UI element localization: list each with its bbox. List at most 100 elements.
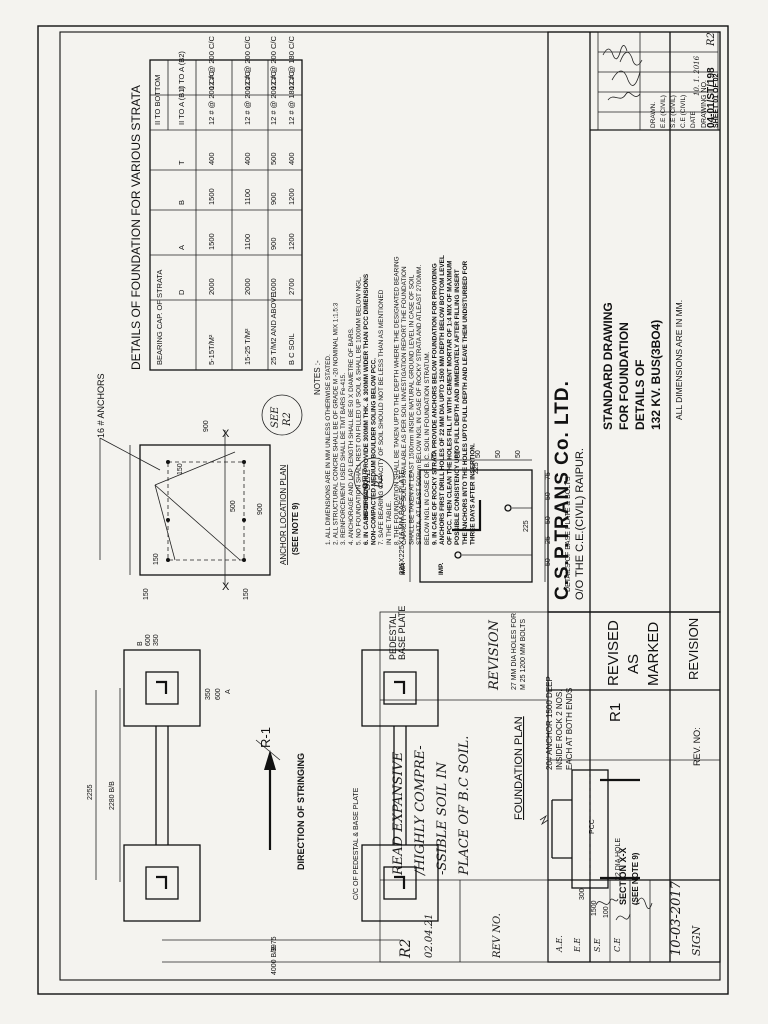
holes-label-2: M 25 1200 MM BOLTS: [520, 619, 527, 690]
section-dim-100: 100: [603, 906, 610, 918]
section-dim-1500: 1500: [591, 900, 598, 916]
bp-dim-left-50c: 50: [545, 558, 552, 566]
table-header-1: D: [177, 289, 186, 295]
sign-role-ae: A.E.: [555, 935, 564, 953]
pcc-label: PCC: [589, 819, 596, 834]
fp-dim-350a: 350: [205, 688, 212, 700]
note-line-19: THREE DAYS AFTER INSERTION.: [469, 443, 476, 545]
drawing-title-line-2: FOR FOUNDATION: [617, 322, 631, 430]
anchor-dim-150a: 150: [143, 588, 150, 600]
note-line-12: STRATA, AT LEAST 500mm BELOW NGL IN CASE…: [416, 265, 423, 545]
bp-dim-top-50a: 50: [455, 450, 462, 458]
anchor-location-plan: X X 16 # ANCHORS ANCHOR LOCATION PLAN (S…: [96, 373, 303, 600]
anchor-label-2: INSIDE ROCK 2 NOS.: [555, 690, 564, 770]
table-cell-r1-c6: 12 # @ 200 C/C: [243, 36, 252, 90]
section-subtitle: (SEE NOTE 9): [631, 852, 640, 905]
fp-dim-3975: 3975: [271, 936, 278, 952]
revision-date: 10-03-2017: [669, 880, 684, 956]
anchor-dim-150d: 150: [153, 553, 160, 565]
section-hole-label: 22 DIA HOLE: [615, 838, 622, 880]
table-cell-r2-c0: 25 T/M2 AND ABOVE: [269, 293, 278, 365]
drawing-rev: R2: [706, 32, 717, 47]
pedestal-label: PEDESTAL: [388, 614, 398, 660]
note-line-1: 2. ALL STRUCTURAL CONCRE SHALL BE OF GRA…: [333, 302, 340, 545]
drawing-title-line-1: STANDARD DRAWING: [601, 302, 615, 430]
table-cell-r1-c4: 400: [243, 152, 252, 165]
note-line-0: 1. ALL DIMENSIONS ARE IN MM UNLESS OTHER…: [325, 354, 332, 545]
signature-se: [611, 70, 641, 86]
table-cell-r2-c1: 1000: [269, 278, 278, 295]
table-cell-r1-c0: 15-25 T/M²: [243, 328, 252, 365]
fp-dim-B: B: [137, 641, 144, 646]
anchors-label: 16 # ANCHORS: [96, 373, 106, 438]
strata-table: DETAILS OF FOUNDATION FOR VARIOUS STRATA…: [129, 36, 303, 371]
r2-text-line-3: -SSIBLE SOIL IN: [435, 761, 450, 875]
holes-label-1: 27 MM DIA HOLES FOR: [511, 613, 518, 690]
anchor-dim-900b: 900: [203, 420, 210, 432]
r2-revision-label: REVISION: [487, 620, 502, 692]
r2-number: R2: [398, 938, 414, 959]
bp-dim-left-225: 225: [523, 520, 530, 532]
fp-dim-600b: 600: [145, 634, 152, 646]
revised-line-2: AS: [625, 654, 642, 674]
important-label-1: IMPORTANT: [363, 482, 370, 520]
rev-no-label: REV. NO:: [692, 727, 702, 766]
table-cell-r0-c6: 12 # @ 200 C/C: [207, 36, 216, 90]
anchor-plan-title: ANCHOR LOCATION PLAN: [279, 464, 288, 565]
bp-dim-left-75: 75: [545, 472, 552, 480]
revised-line-3: MARKED: [645, 622, 662, 686]
note-line-8: IN THE TABLE.: [386, 501, 393, 545]
r2-text-line-1: READ EXPANSIVE: [391, 751, 406, 876]
drawing-title-line-4: 132 KV. BUS(3BO4): [649, 320, 663, 430]
revision-label: REVISION: [686, 618, 701, 680]
base-plate-label-fp: BASE PLATE: [397, 606, 407, 660]
anchor-plan-subtitle: (SEE NOTE 9): [291, 502, 300, 555]
table-header-bearing: BEARING CAP. OF STRATA: [155, 270, 164, 365]
fp-dim-600a: 600: [215, 688, 222, 700]
role-se: S.E (CIVIL): [670, 95, 677, 128]
note-line-10: CAPACITY OF SOIL IS AVAILABLE AS PER SOI…: [401, 266, 408, 545]
r2-text-line-2: /HIGHLY COMPRE-: [413, 745, 428, 877]
see-r2-text-2: SEE: [362, 468, 373, 490]
important-label-2: IMP.: [438, 562, 445, 575]
company-name: C.S.P.TRANS Co. LTD.: [552, 380, 573, 600]
table-cell-r3-c3: 1200: [287, 188, 296, 205]
anchor-label-1: 20# ANCHOR 1500 DEEP: [545, 676, 554, 770]
signature-drawn: [602, 45, 628, 60]
dimensions-note: ALL DIMENSIONS ARE IN MM.: [674, 300, 684, 420]
signature-rev-3: [635, 897, 653, 909]
note-line-2: 3. REINFORCEMENT USED SHALL BE TMT BARS …: [340, 373, 347, 545]
section-xx: PCC 22 DIA HOLE SECTION X-X (SEE NOTE 9)…: [539, 676, 640, 918]
table-cell-r1-c5: 12 # @ 200 C/C: [243, 71, 252, 125]
section-title: SECTION X-X: [618, 847, 628, 905]
sheet-number: SHEET 01 OF 02: [713, 73, 720, 128]
table-cell-r0-c2: 1500: [207, 233, 216, 250]
table-cell-r3-c2: 1200: [287, 233, 296, 250]
sign-role-ce: C.E: [613, 938, 622, 952]
fp-dim-A: A: [225, 689, 232, 694]
sign-role-ee: E.E: [573, 938, 582, 953]
table-header-3: B: [177, 200, 186, 205]
rev-no: R1: [607, 703, 624, 722]
title-block: C.S.P.TRANS Co. LTD. O/O THE C.E.(CIVIL)…: [547, 31, 721, 613]
table-cell-r0-c0: 5-15T/M²: [207, 334, 216, 365]
important-label-0: IMP.: [400, 562, 407, 575]
fp-dim-4000: 4000 B/B: [271, 946, 278, 975]
bp-dim-top-225: 225: [473, 462, 480, 474]
foundation-plan-title: FOUNDATION PLAN: [513, 716, 525, 820]
fp-dim-350b: 350: [153, 634, 160, 646]
table-cell-r0-c4: 400: [207, 152, 216, 165]
date-label: DATE: [690, 110, 697, 128]
signature-rev-1: [595, 898, 619, 906]
note-line-7: 7. SAFE BEARING CAPACITY OF SOIL SHOULD …: [378, 289, 385, 545]
co-label: C/C OF PEDESTAL & BASE PLATE: [353, 787, 360, 900]
table-header-2: A: [177, 245, 186, 250]
bp-dim-top-50b: 50: [475, 450, 482, 458]
notes-block: NOTES :- 1. ALL DIMENSIONS ARE IN MM UNL…: [313, 255, 476, 575]
date-value: 10. 1. 2016: [693, 55, 701, 96]
anchor-dim-150b: 150: [243, 588, 250, 600]
office-name: O/O THE C.E.(CIVIL) RAIPUR.: [574, 448, 586, 600]
table-cell-r1-c3: 1100: [243, 189, 252, 205]
drawing-title-line-3: DETAILS OF: [633, 360, 647, 430]
